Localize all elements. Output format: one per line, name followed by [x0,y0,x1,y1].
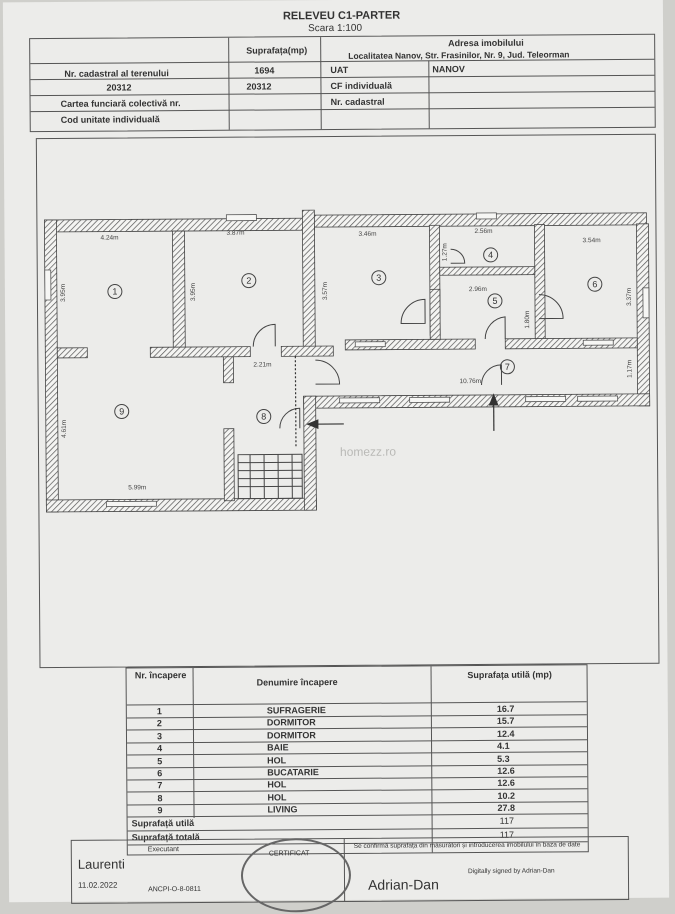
room-name-cell: LIVING [267,804,297,814]
room-area-cell: 12.4 [497,729,515,739]
row-divider [127,801,587,805]
room-area-cell: 5.3 [497,753,510,763]
room-name-cell: SUFRAGERIE [267,705,326,715]
room-number: 1 [112,287,117,297]
dim-label: 3.37m [626,288,633,306]
room-number: 9 [119,406,124,416]
room-number: 3 [376,273,381,283]
executant-note: Executant [148,846,179,853]
room-nr-cell: 8 [157,793,162,803]
room-name-cell: BUCATARIE [267,767,319,777]
row-divider [127,764,587,768]
room-area-cell: 4.1 [497,741,510,751]
windows [44,212,650,507]
room-nr-cell: 4 [157,743,162,753]
room-area-cell: 10.2 [497,791,515,801]
room-number: 4 [488,250,493,260]
stamp-text: CERTIFICAT [269,850,310,857]
room-nr-cell: 5 [157,756,162,766]
room-name-cell: DORMITOR [267,730,316,740]
room-number: 8 [261,411,266,421]
dim-label: 3.87m [226,230,244,237]
dim-label: 1.17m [626,360,633,378]
row-divider [128,813,588,817]
dim-label: 10.76m [460,378,482,385]
row-divider [127,714,587,718]
dim-label: 3.46m [358,231,376,238]
col-area-header: Suprafața utilă (mp) [445,669,575,680]
util-value: 117 [500,816,514,826]
dim-label: 3.95m [60,284,67,302]
col-name-header: Denumire încapere [257,677,338,688]
dim-label: 1.80m [524,311,531,329]
confirm-text: Se confirmă suprafața din măsurători și … [354,841,581,850]
dim-label: 4.61m [61,420,68,438]
dim-label: 2.21m [253,361,271,368]
rooms-table: Nr. încapere Denumire încapere Suprafața… [126,664,589,855]
dim-label: 5.99m [128,484,146,491]
dim-label: 1.27m [442,243,449,261]
room-area-cell: 15.7 [497,716,515,726]
floor-plan: 4.24m 3.87m 3.46m 2.56m 3.54m 3.95m 3.95… [3,0,668,672]
room-nr-cell: 2 [157,719,162,729]
row-divider [127,727,587,731]
dim-label: 4.24m [100,235,118,242]
util-label: Suprafață utilă [132,818,195,828]
document-sheet: RELEVEU C1-PARTER Scara 1:100 Nr. cadast… [3,0,669,902]
dim-label: 2.96m [469,286,487,293]
room-nr-cell: 7 [157,781,162,791]
row-divider [127,776,587,780]
dim-label: 3.95m [190,283,197,301]
dim-label: 3.57m [322,282,329,300]
room-name-cell: HOL [267,792,286,802]
room-nr-cell: 3 [157,731,162,741]
room-name-cell: HOL [267,755,286,765]
room-area-cell: 12.6 [497,778,515,788]
staircase [238,454,302,498]
room-nr-cell: 9 [157,805,162,815]
executant-date: 11.02.2022 [78,881,118,890]
room-area-cell: 16.7 [497,704,515,714]
row-divider [127,751,587,755]
room-name-cell: BAIE [267,743,289,753]
room-name-cell: HOL [267,780,286,790]
room-number: 6 [592,279,597,289]
walls [44,208,650,512]
dim-label: 3.54m [583,237,601,244]
dim-label: 2.56m [474,228,492,235]
room-number: 7 [505,362,510,372]
room-number: 2 [246,276,251,286]
room-nr-cell: 6 [157,768,162,778]
col-nr-header: Nr. încapere [131,670,191,680]
watermark: homezz.ro [340,445,396,459]
official-stamp: CERTIFICAT [241,838,352,913]
executant-name: Laurenti [78,856,125,871]
executant-code: ANCPI-O-8-0811 [148,886,201,893]
row-divider [127,789,587,793]
signer-name: Adrian-Dan [368,876,439,892]
room-name-cell: DORMITOR [267,718,316,728]
room-area-cell: 27.8 [497,803,515,813]
room-nr-cell: 1 [157,706,162,716]
room-area-cell: 12.6 [497,766,515,776]
signed-note: Digitally signed by Adrian-Dan [468,867,555,875]
row-divider [127,739,587,743]
room-number: 5 [492,296,497,306]
